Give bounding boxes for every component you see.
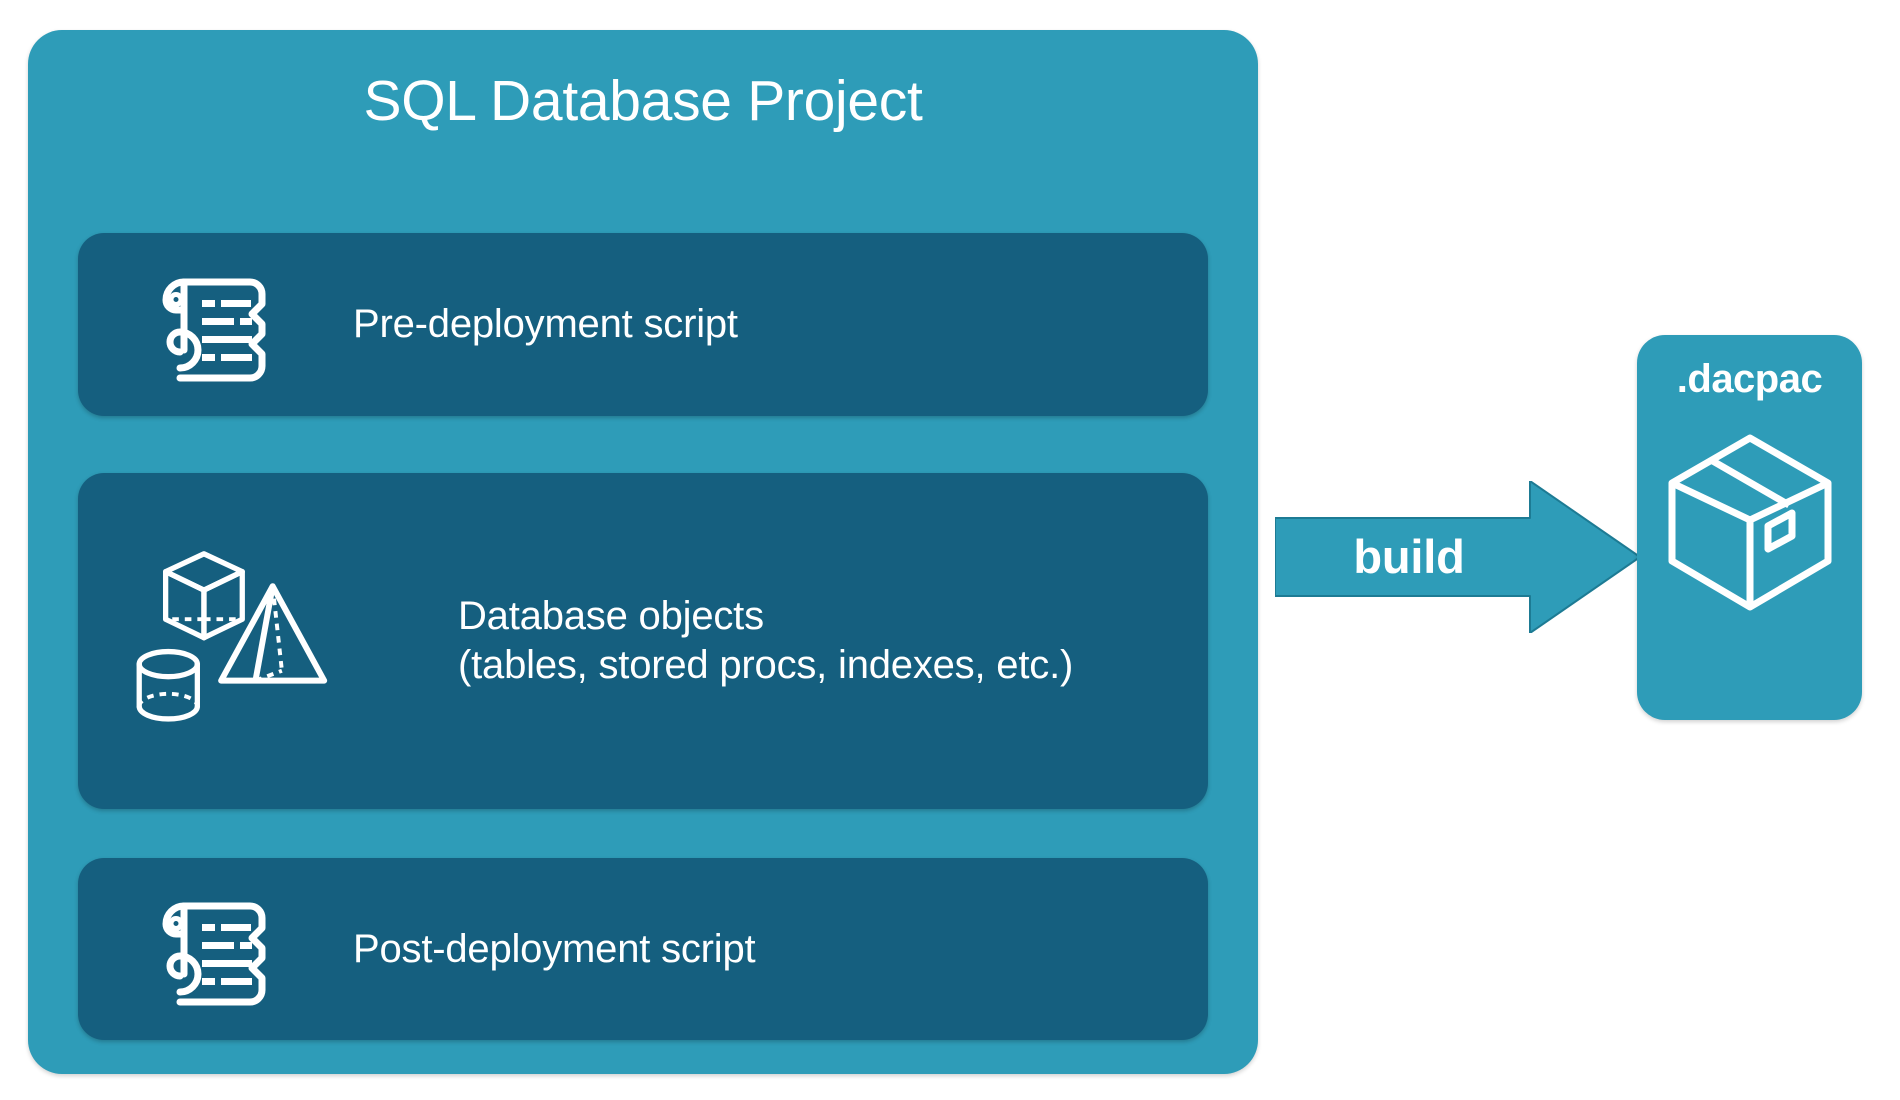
database-objects-icon-group (104, 473, 344, 809)
build-label: build (1353, 530, 1465, 583)
card-pre-deployment-label: Pre-deployment script (353, 233, 738, 416)
card-database-objects-label: Database objects (tables, stored procs, … (458, 473, 1073, 809)
card-database-objects-text-line1: Database objects (458, 594, 764, 639)
card-database-objects-text-line2: (tables, stored procs, indexes, etc.) (458, 643, 1074, 687)
card-database-objects[interactable]: Database objects (tables, stored procs, … (78, 473, 1208, 809)
package-box-icon (1664, 430, 1836, 615)
scroll-icon-pre (104, 233, 344, 416)
card-post-deployment-label: Post-deployment script (353, 858, 756, 1040)
project-title: SQL Database Project (363, 69, 923, 133)
sql-database-project-container: SQL Database Project (28, 30, 1258, 1074)
dacpac-output-box[interactable]: .dacpac (1637, 335, 1862, 720)
card-pre-deployment-text: Pre-deployment script (353, 302, 738, 347)
scroll-icon-post (104, 858, 344, 1040)
card-post-deployment[interactable]: Post-deployment script (78, 858, 1208, 1040)
arrow-right-icon (1275, 481, 1640, 633)
dacpac-title: .dacpac (1676, 357, 1823, 401)
card-pre-deployment[interactable]: Pre-deployment script (78, 233, 1208, 416)
card-post-deployment-text: Post-deployment script (353, 926, 756, 971)
